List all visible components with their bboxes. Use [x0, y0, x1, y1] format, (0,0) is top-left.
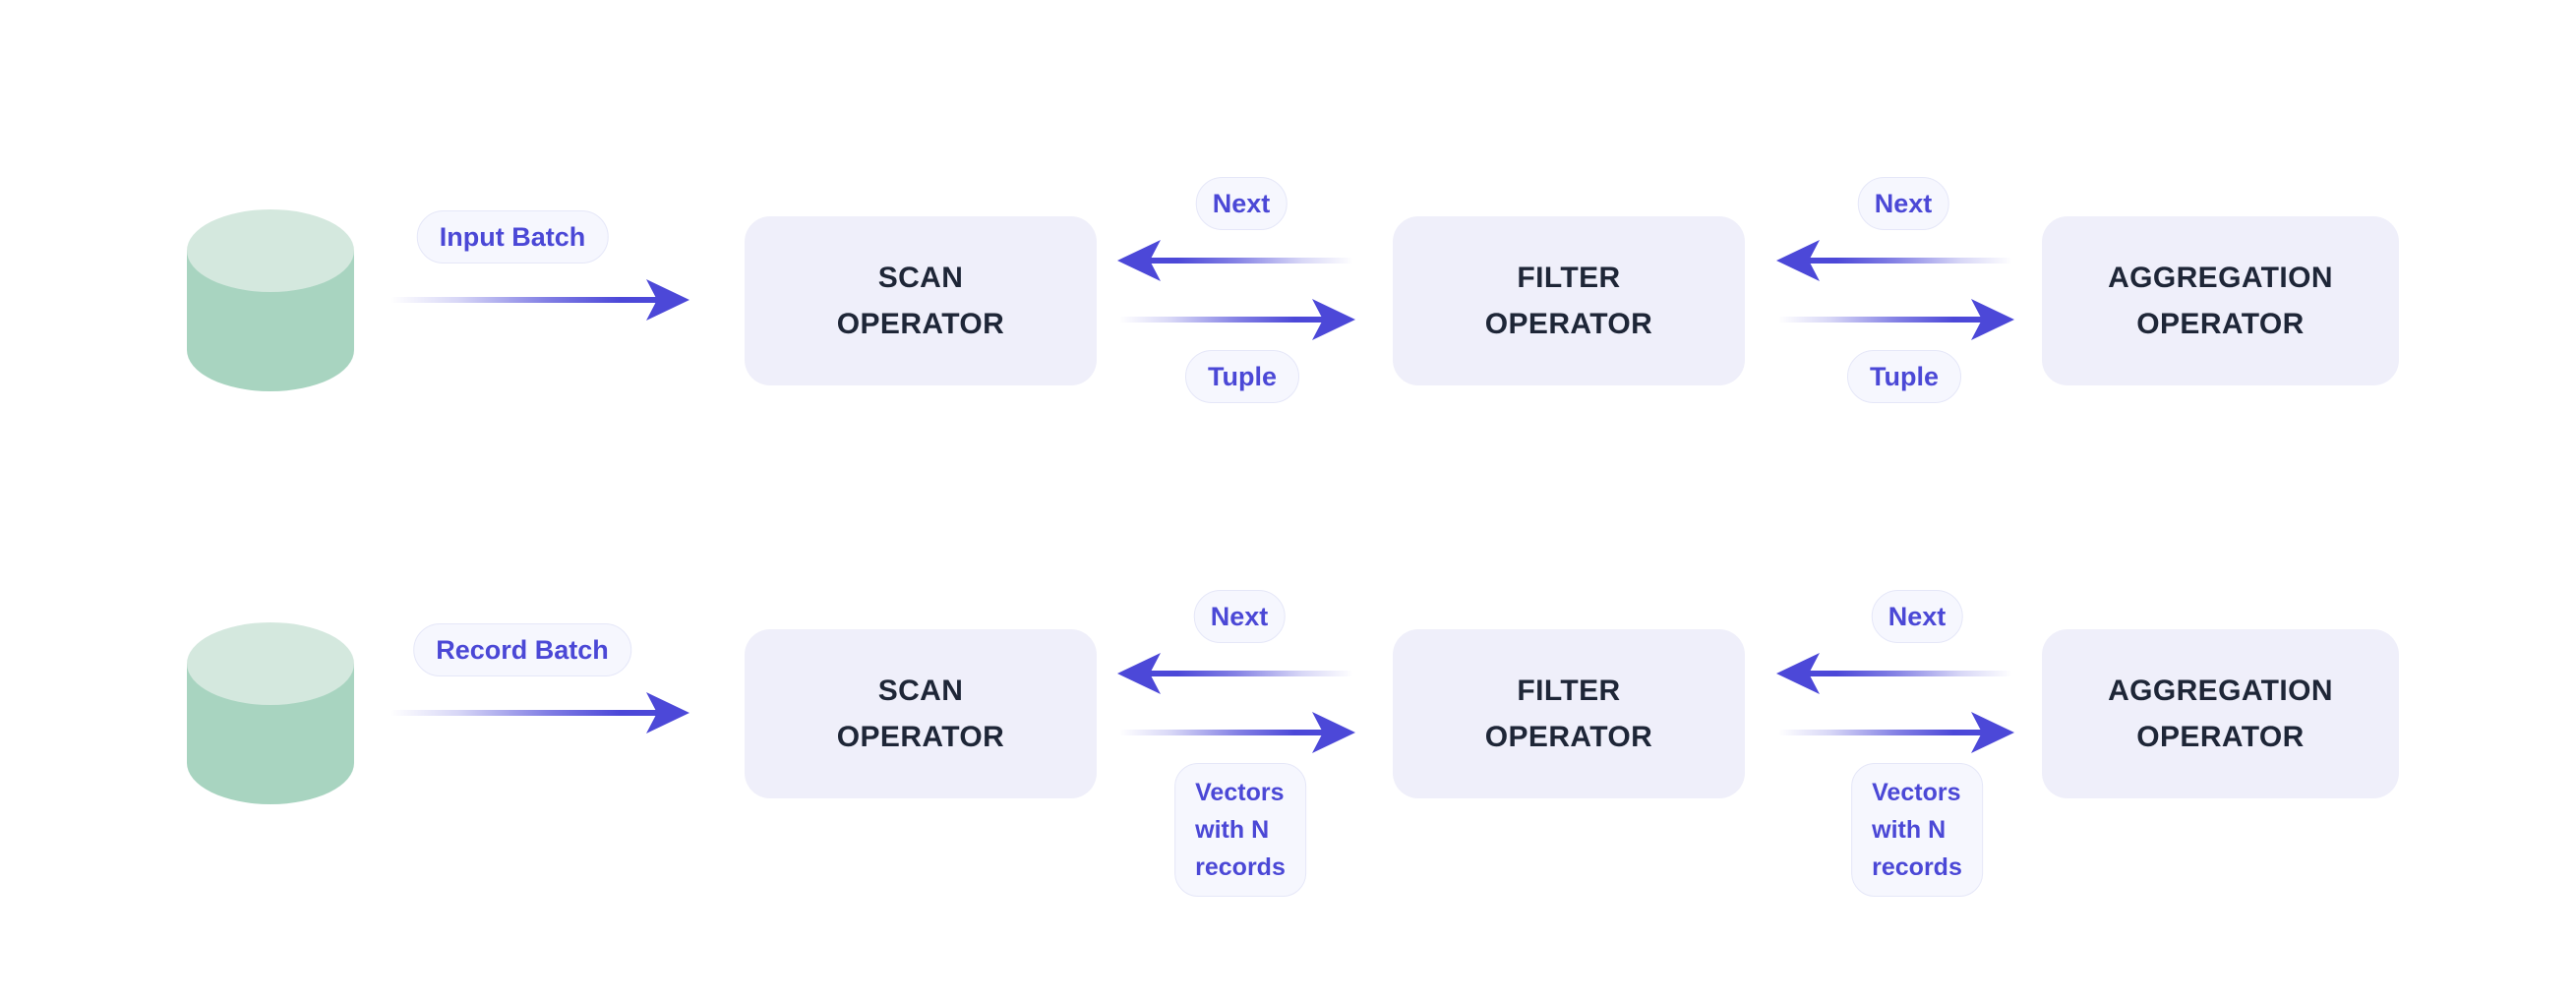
tuple-return-arrow: [1778, 298, 2014, 341]
arrowhead-left-icon: [1117, 240, 1161, 281]
vectors-label-pill: Vectors with N records: [1851, 763, 1983, 897]
arrowhead-right-icon: [646, 692, 689, 734]
arrowhead-right-icon: [1312, 712, 1355, 753]
database-cylinder-icon: [187, 622, 354, 804]
next-label-pill: Next: [1857, 177, 1949, 230]
arrowhead-left-icon: [1117, 653, 1161, 694]
arrowhead-right-icon: [1971, 712, 2014, 753]
vector-return-arrow: [1119, 711, 1355, 754]
next-call-arrow: [1776, 652, 2012, 695]
tuple-return-arrow: [1119, 298, 1355, 341]
source-label-pill: Input Batch: [416, 210, 609, 264]
vector-return-arrow: [1778, 711, 2014, 754]
aggregation-operator-box: AGGREGATION OPERATOR: [2042, 216, 2399, 385]
arrowhead-right-icon: [646, 279, 689, 321]
next-call-arrow: [1776, 239, 2012, 282]
next-label-pill: Next: [1195, 177, 1288, 230]
input-batch-arrow: [390, 278, 689, 322]
pipeline-row-vectorized: Record Batch SCAN OPERATOR FILTER OPERAT…: [0, 413, 2576, 897]
aggregation-operator-box: AGGREGATION OPERATOR: [2042, 629, 2399, 798]
filter-operator-box: FILTER OPERATOR: [1393, 629, 1745, 798]
database-cylinder-icon: [187, 209, 354, 391]
next-label-pill: Next: [1193, 590, 1286, 643]
next-call-arrow: [1117, 652, 1353, 695]
scan-operator-box: SCAN OPERATOR: [745, 629, 1097, 798]
tuple-label-pill: Tuple: [1847, 350, 1961, 403]
next-call-arrow: [1117, 239, 1353, 282]
arrowhead-left-icon: [1776, 653, 1820, 694]
record-batch-arrow: [390, 691, 689, 734]
tuple-label-pill: Tuple: [1185, 350, 1299, 403]
source-label-pill: Record Batch: [413, 623, 631, 676]
scan-operator-box: SCAN OPERATOR: [745, 216, 1097, 385]
arrowhead-right-icon: [1312, 299, 1355, 340]
filter-operator-box: FILTER OPERATOR: [1393, 216, 1745, 385]
vectors-label-pill: Vectors with N records: [1174, 763, 1306, 897]
arrowhead-right-icon: [1971, 299, 2014, 340]
arrowhead-left-icon: [1776, 240, 1820, 281]
next-label-pill: Next: [1871, 590, 1963, 643]
pipeline-row-tuple: Input Batch SCAN OPERATOR FILTER OPERATO…: [0, 0, 2576, 413]
